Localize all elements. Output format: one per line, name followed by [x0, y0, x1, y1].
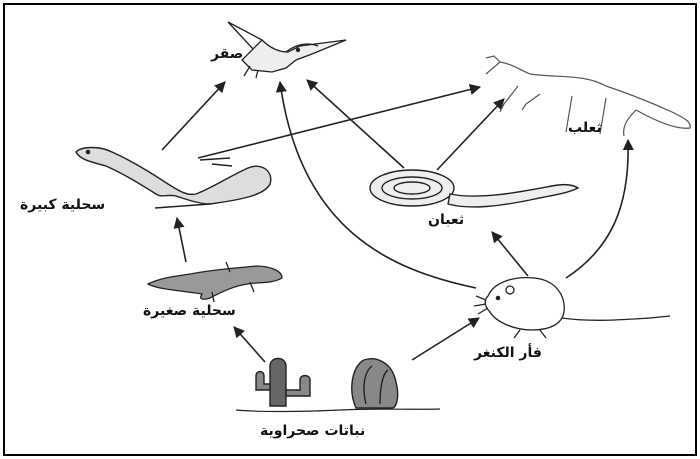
label-snake: ثعبان [428, 212, 464, 228]
label-small-lizard: سحلية صغيرة [143, 303, 236, 319]
label-hawk: صقر [211, 46, 243, 62]
label-desert-plants: نباتات صحراوية [260, 423, 365, 439]
label-large-lizard: سحلية كبيرة [20, 197, 105, 213]
diagram-frame [4, 4, 696, 455]
label-fox: ثعلب [568, 120, 602, 136]
label-kangaroo-rat: فأر الكنغر [474, 345, 542, 361]
